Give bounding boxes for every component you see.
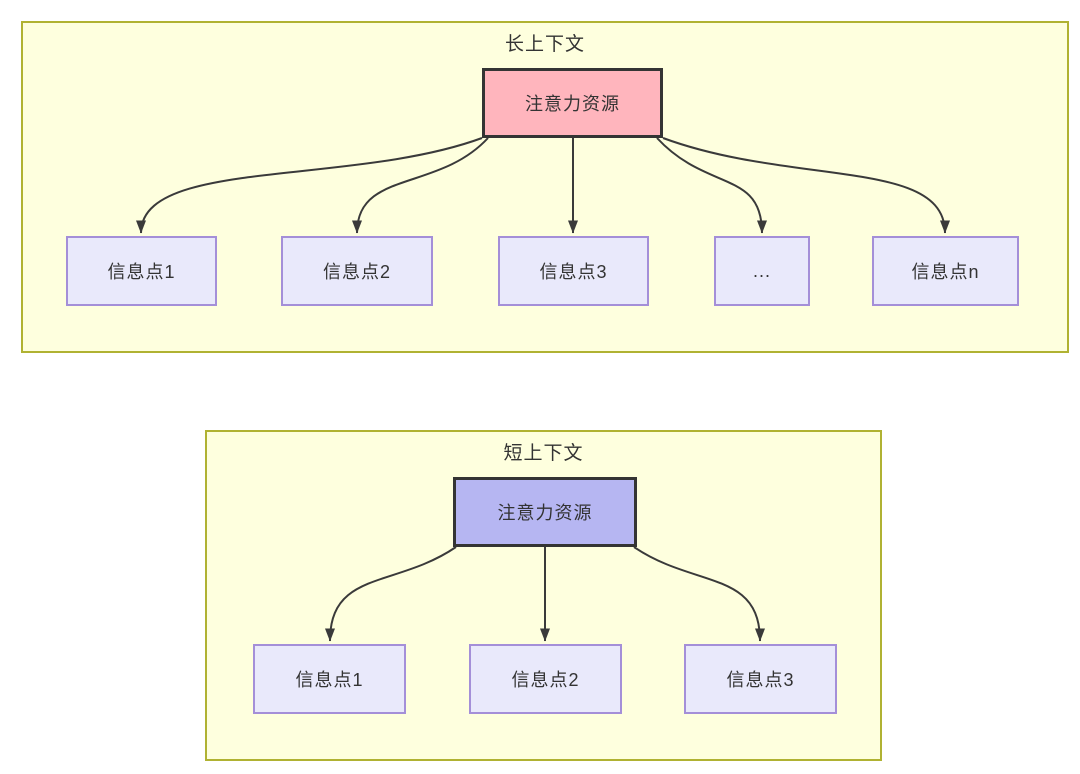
- info-point-box-short-1: 信息点1: [253, 644, 406, 714]
- info-point-label: 信息点2: [511, 670, 580, 690]
- info-point-label: 信息点n: [911, 262, 980, 282]
- attention-resource-label-short: 注意力资源: [497, 503, 593, 523]
- attention-resource-box-long: 注意力资源: [482, 68, 663, 138]
- info-point-label: 信息点3: [539, 262, 608, 282]
- info-point-box-short-3: 信息点3: [684, 644, 837, 714]
- info-point-box-long-2: 信息点2: [281, 236, 433, 306]
- info-point-label: ...: [752, 260, 771, 281]
- long-context-title: 长上下文: [504, 34, 585, 55]
- info-point-label: 信息点2: [322, 262, 391, 282]
- info-point-label: 信息点1: [295, 670, 364, 690]
- info-point-box-long-ellipsis: ...: [714, 236, 810, 306]
- info-point-label: 信息点3: [726, 670, 795, 690]
- short-context-title: 短上下文: [503, 443, 584, 464]
- info-point-box-long-1: 信息点1: [66, 236, 217, 306]
- info-point-label: 信息点1: [107, 262, 176, 282]
- info-point-box-long-n: 信息点n: [872, 236, 1019, 306]
- info-point-box-short-2: 信息点2: [469, 644, 622, 714]
- attention-resource-box-short: 注意力资源: [453, 477, 637, 547]
- attention-resource-label-long: 注意力资源: [525, 94, 620, 114]
- info-point-box-long-3: 信息点3: [498, 236, 649, 306]
